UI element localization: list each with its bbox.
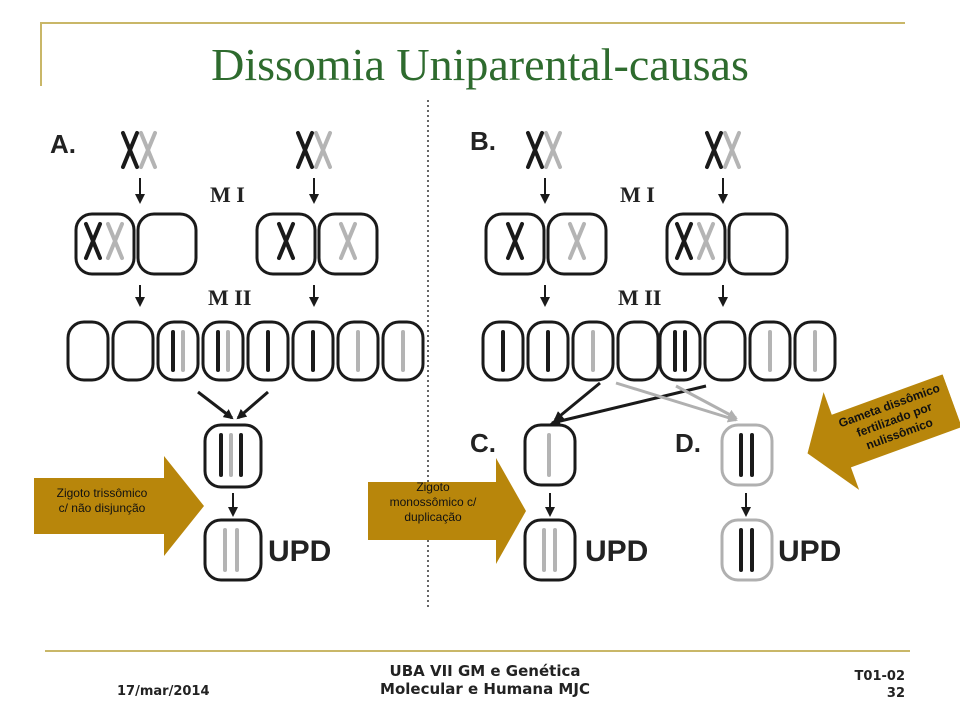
cell [727,212,789,276]
cell [658,320,702,382]
duplicated-chromosome [568,222,586,260]
footer-date: 17/mar/2014 [117,684,210,699]
footer-course-line-1: UBA VII GM e Genética [389,662,581,680]
cell [720,518,774,582]
cell [201,320,245,382]
cell [111,320,155,382]
cell [523,518,577,582]
duplicated-chromosome [139,131,157,169]
cell [156,320,200,382]
footer-code-line-2: 32 [886,686,905,701]
callout-monosomic-line-1: Zigoto [416,480,450,494]
duplicated-chromosome [697,222,715,260]
footer-course: UBA VII GM e Genética Molecular e Humana… [320,662,650,698]
callout-monosomic-line-2: monossômico c/ [389,495,477,509]
panel-c-label: C. [470,428,496,458]
arrow [197,390,234,420]
duplicated-chromosome [314,131,332,169]
duplicated-chromosome [84,222,102,260]
cell [703,320,747,382]
cell [136,212,198,276]
duplicated-chromosome [506,222,524,260]
arrow [675,384,738,420]
duplicated-chromosome [106,222,124,260]
footer-divider-line [45,650,910,652]
cell [203,518,263,582]
duplicated-chromosome [121,131,139,169]
callout-arrow-monosomic [368,458,526,564]
footer-code-line-1: T01-02 [854,669,905,684]
callout-arrow-trisomic [34,456,204,556]
duplicated-chromosome [277,222,295,260]
upd-label-a: UPD [268,535,331,568]
duplicated-chromosome [526,131,544,169]
footer-code: T01-02 32 [820,668,905,702]
arrow [550,384,707,426]
meiosis-1-label-b: M I [620,182,655,207]
callout-monosomic-line-3: duplicação [404,510,462,524]
slide-title: Dissomia Uniparental-causas [211,39,749,90]
cell [66,320,110,382]
meiosis-2-label-a: M II [208,285,251,310]
callout-trisomic: Zigoto trissômico c/ não disjunção [34,486,170,516]
cell [616,320,660,382]
arrow [553,381,601,422]
meiosis-2-label-b: M II [618,285,661,310]
duplicated-chromosome [544,131,562,169]
duplicated-chromosome [675,222,693,260]
cell [720,423,774,487]
callout-trisomic-line-1: Zigoto trissômico [56,486,148,500]
panel-d-label: D. [675,428,701,458]
duplicated-chromosome [723,131,741,169]
panel-a-label: A. [50,129,76,159]
duplicated-chromosome [339,222,357,260]
duplicated-chromosome [296,131,314,169]
callout-arrow-disomic [807,374,960,490]
panel-b-label: B. [470,126,496,156]
upd-label-d: UPD [778,535,841,568]
footer-course-line-2: Molecular e Humana MJC [380,680,590,698]
frame-left-line [40,22,42,86]
frame-top-line [40,22,905,24]
callout-disomic: Gameta dissômico fertilizado por nulissô… [787,350,960,505]
arrow [615,381,738,423]
callout-trisomic-line-2: c/ não disjunção [58,501,146,515]
duplicated-chromosome [705,131,723,169]
meiosis-1-label-a: M I [210,182,245,207]
callout-monosomic: Zigoto monossômico c/ duplicação [370,480,496,525]
upd-label-c: UPD [585,535,648,568]
arrow [236,390,269,420]
